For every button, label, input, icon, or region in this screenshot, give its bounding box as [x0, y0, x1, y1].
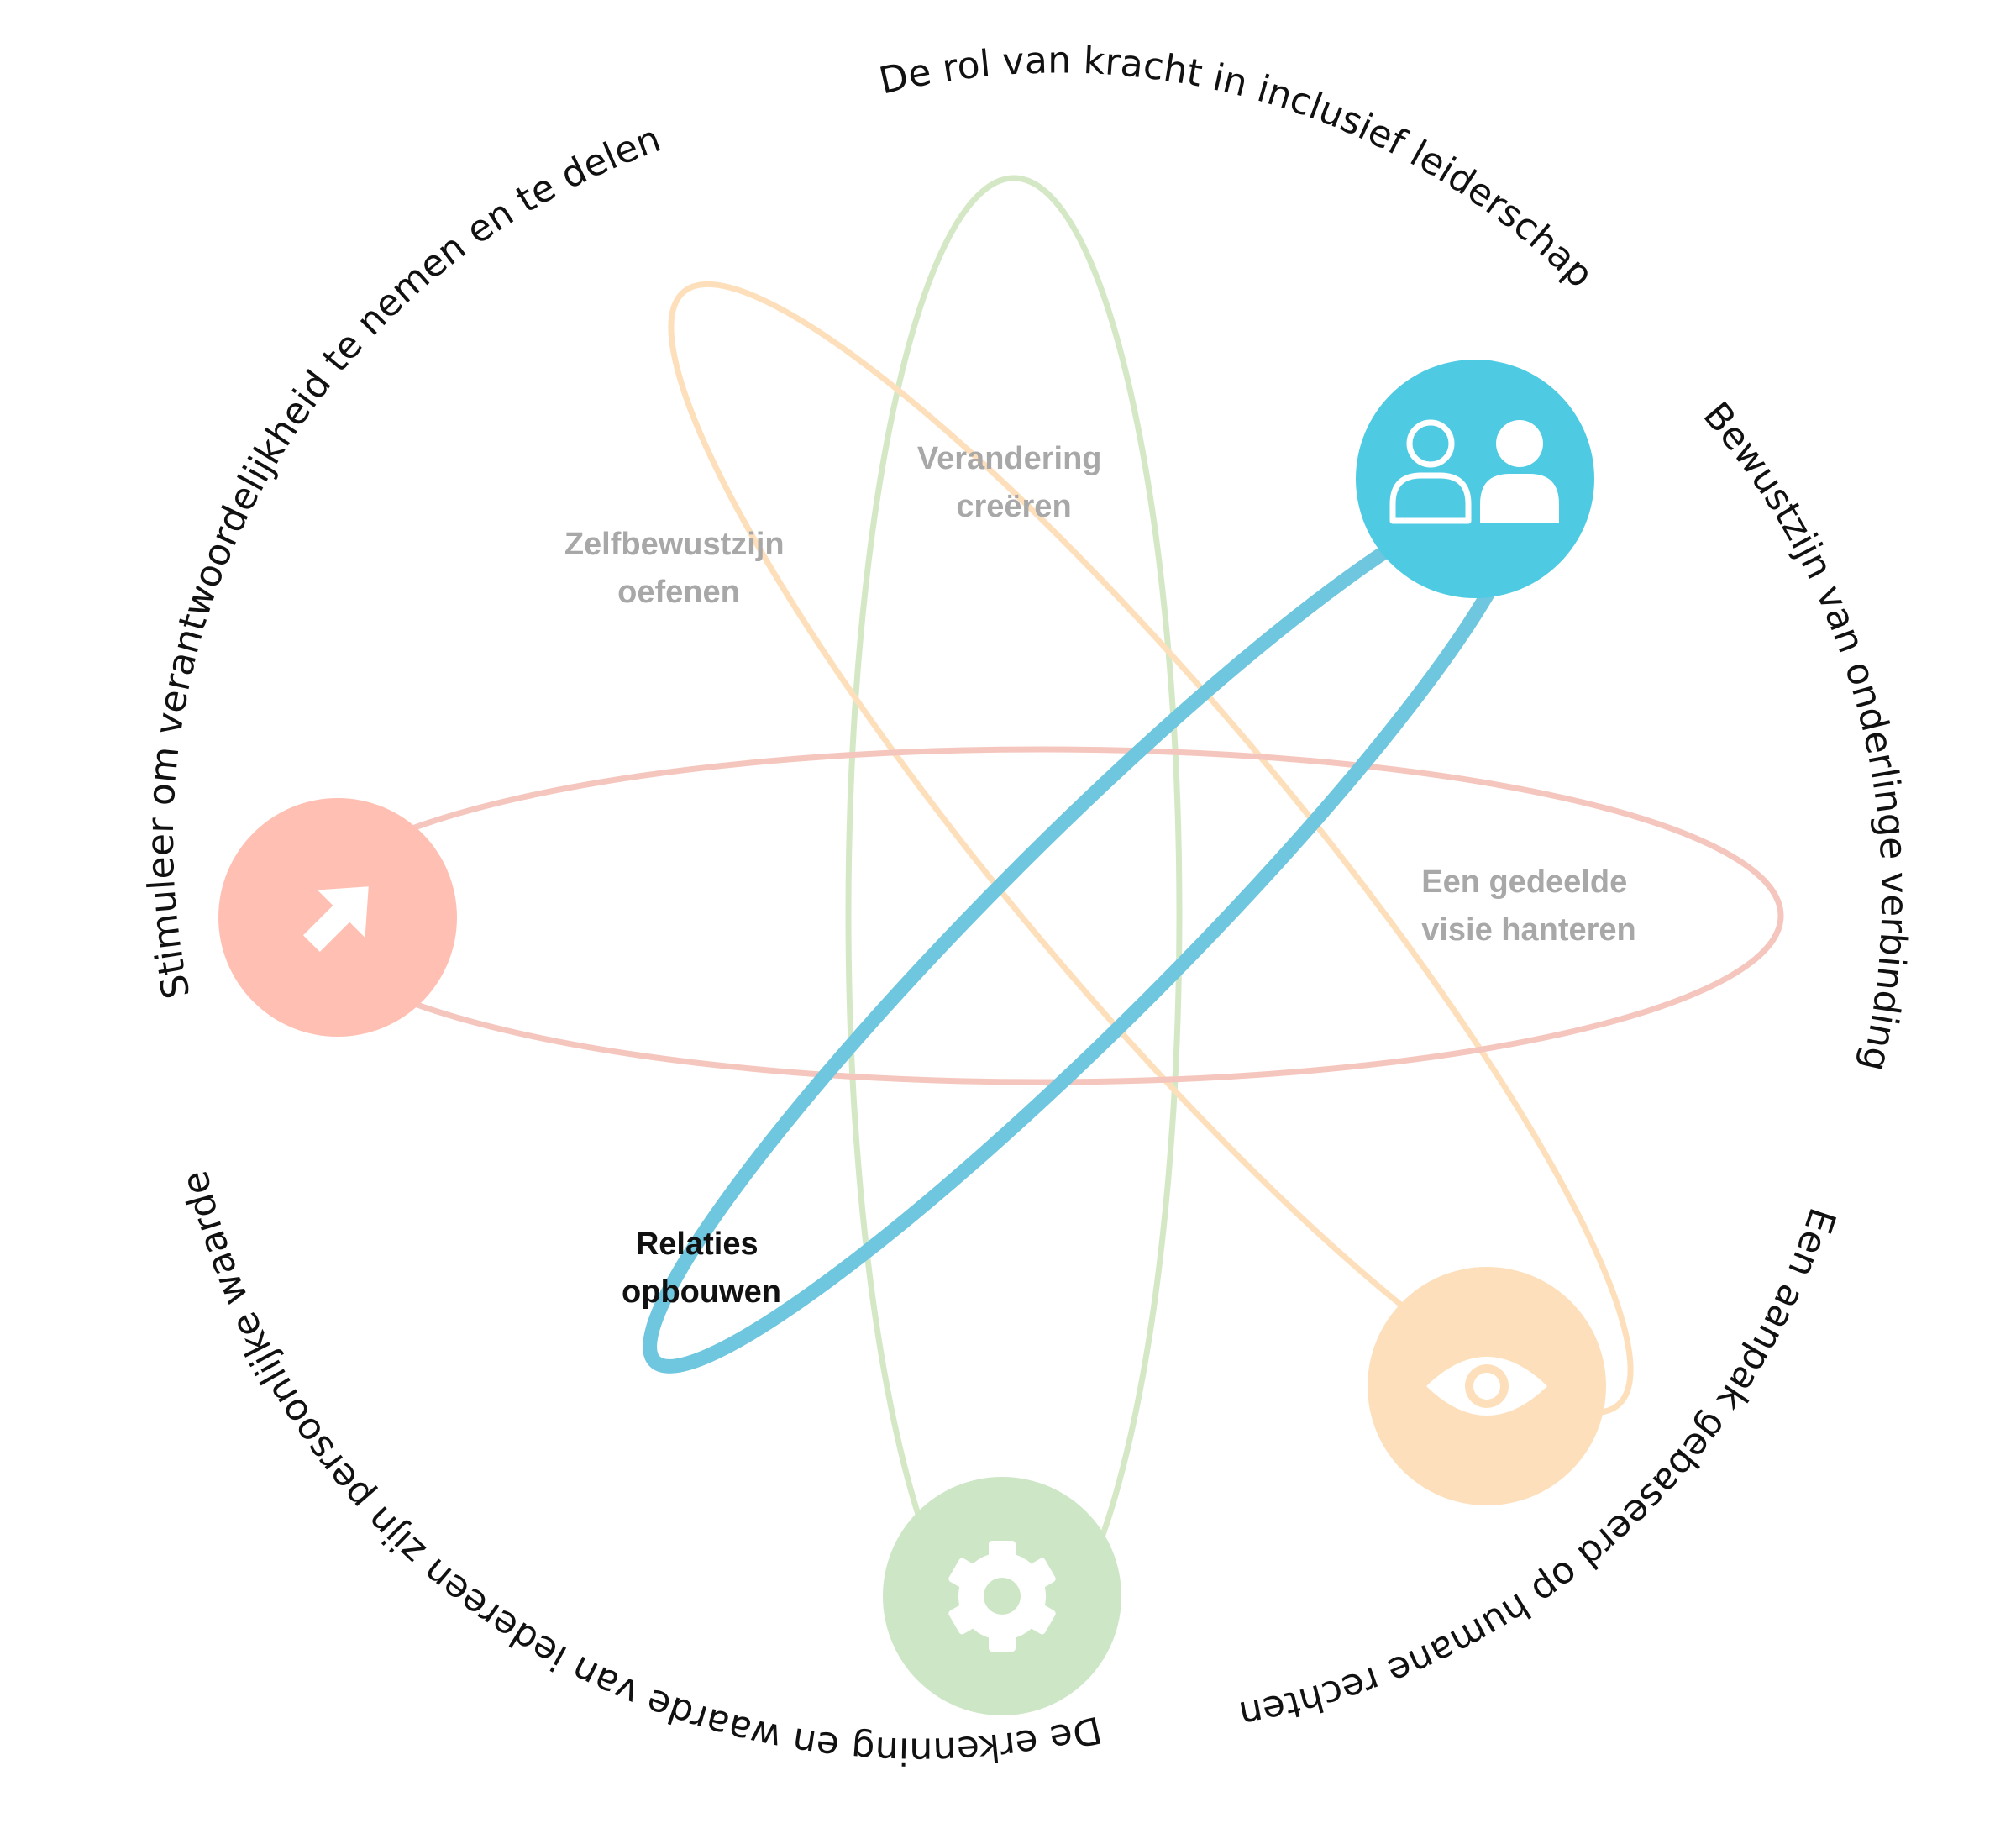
label-zelfbewustzijn-oefenen: Zelfbewustzijn oefenen [564, 527, 793, 610]
label-gedeelde-visie: Een gedeelde visie hanteren [1421, 864, 1636, 948]
label-relaties-opbouwen: Relaties opbouwen [622, 1227, 781, 1310]
orbit-green [845, 175, 1183, 1653]
eye-icon [1426, 1357, 1547, 1416]
outer-label-right: Bewustzijn van onderlinge verbinding [1695, 394, 1916, 1075]
node-people [1356, 360, 1594, 598]
people-icon [1389, 419, 1559, 524]
gear-icon [948, 1541, 1056, 1652]
label-verandering-creeren: Verandering creëren [917, 441, 1110, 524]
node-eye [1368, 1267, 1606, 1505]
arrow-up-right-icon [302, 886, 369, 953]
node-arrow [218, 798, 457, 1037]
outer-label-top: De rol van kracht in inclusief leidersch… [875, 39, 1602, 297]
node-gear [883, 1477, 1121, 1715]
